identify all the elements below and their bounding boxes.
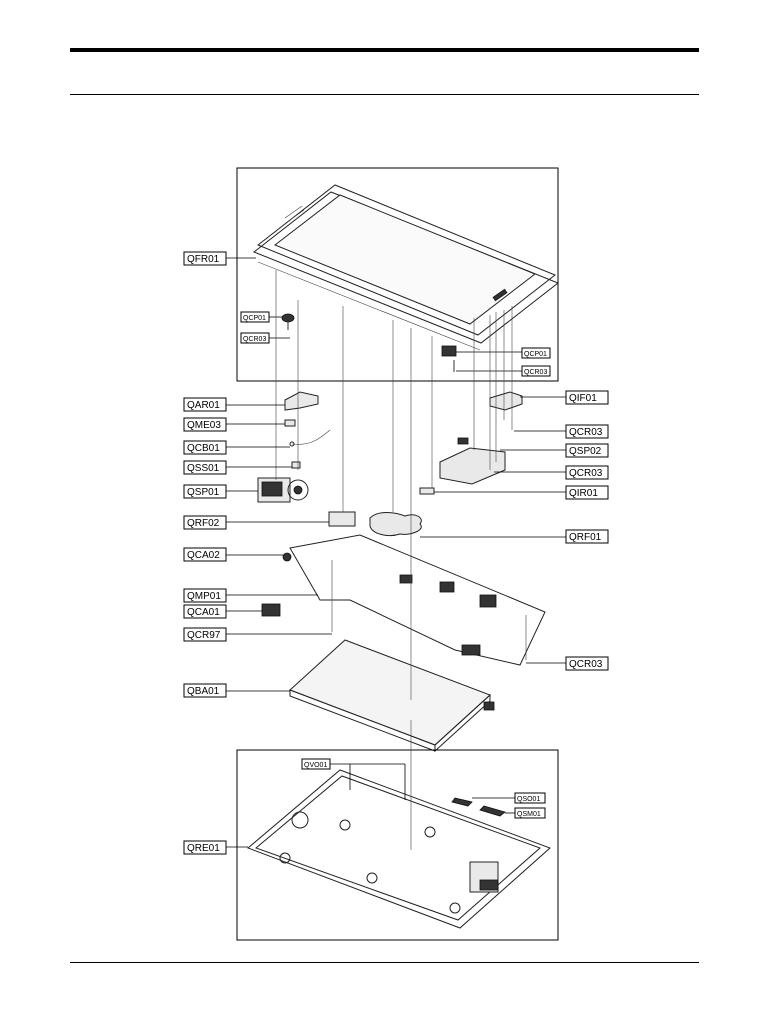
rear-case-frame (236, 749, 559, 941)
qme03-part (284, 419, 296, 427)
label-qcr97: QCR97 (187, 630, 221, 641)
front-assembly-frame (236, 167, 559, 382)
left-callouts: QFR01 QAR01 QME03 QCB01 QSS01 QSP01 QRF0… (183, 251, 332, 855)
label-qcp01-a: QCP01 (243, 315, 266, 322)
label-qcr03-small-b: QCR03 (524, 369, 547, 376)
label-qss01: QSS01 (187, 463, 220, 474)
qsp02-part (439, 437, 506, 485)
header-rule-thick (70, 48, 699, 52)
label-qrf02: QRF02 (187, 518, 220, 529)
label-qvo01: QVO01 (304, 762, 327, 769)
qsp01-part (257, 477, 309, 503)
label-qcr03-small-a: QCR03 (243, 336, 266, 343)
label-qrf01: QRF01 (569, 532, 602, 543)
qif01-part (489, 391, 523, 411)
qir01-part (419, 487, 435, 495)
label-qif01: QIF01 (569, 393, 597, 404)
label-qcb01: QCB01 (187, 443, 220, 454)
qcp01-part-right (441, 345, 457, 372)
label-qba01: QBA01 (187, 686, 220, 697)
label-qir01: QIR01 (569, 488, 598, 499)
main-board-part (261, 534, 546, 666)
label-qsp01: QSP01 (187, 487, 220, 498)
front-panel-part (253, 184, 559, 351)
qrf01-part (369, 512, 422, 537)
label-qca02: QCA02 (187, 550, 220, 561)
label-qcp01-b: QCP01 (524, 351, 547, 358)
qrf02-part (328, 511, 356, 527)
header-rule-thin (70, 94, 699, 95)
label-qcr03-a: QCR03 (569, 427, 603, 438)
right-callouts: QIF01 QCR03 QSP02 QCR03 QIR01 QRF01 QCR0… (420, 390, 609, 671)
label-qme03: QME03 (187, 420, 221, 431)
label-qsm01: QSM01 (517, 811, 541, 818)
label-qre01: QRE01 (187, 843, 220, 854)
label-qcr03-c: QCR03 (569, 659, 603, 670)
label-qfr01: QFR01 (187, 254, 220, 265)
qcp01-part-left (281, 313, 295, 330)
label-qso01: QSO01 (517, 796, 540, 803)
label-qmp01: QMP01 (187, 591, 221, 602)
label-qsp02: QSP02 (569, 446, 602, 457)
label-qca01: QCA01 (187, 607, 220, 618)
rear-case-part (247, 769, 551, 929)
label-qar01: QAR01 (187, 400, 220, 411)
qcb01-part (289, 429, 331, 447)
label-qcr03-b: QCR03 (569, 468, 603, 479)
qss01-part (291, 461, 301, 469)
footer-rule (70, 962, 699, 963)
qar01-part (284, 391, 319, 411)
battery-part (289, 639, 495, 753)
